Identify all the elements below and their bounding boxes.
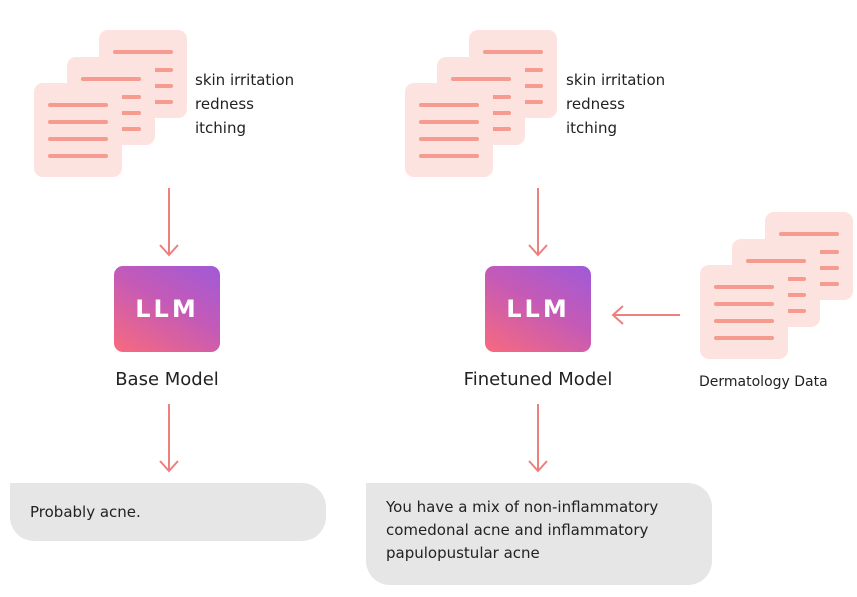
symptom-item: redness <box>195 95 254 113</box>
output-text: Probably acne. <box>30 503 141 521</box>
down-arrow-icon <box>159 188 179 257</box>
document-icon <box>405 83 493 177</box>
llm-box: LLM <box>114 266 220 352</box>
symptom-list: skin irritation redness itching <box>195 68 294 140</box>
symptom-item: skin irritation <box>566 71 666 89</box>
llm-label: LLM <box>506 295 570 323</box>
symptom-item: itching <box>195 119 246 137</box>
dermatology-data-label: Dermatology Data <box>699 374 828 390</box>
llm-box: LLM <box>485 266 591 352</box>
symptom-item: skin irritation <box>195 71 295 89</box>
document-icon <box>700 265 788 359</box>
model-label: Finetuned Model <box>463 369 613 390</box>
output-bubble: Probably acne. <box>10 483 326 541</box>
symptom-list: skin irritation redness itching <box>566 68 665 140</box>
llm-label: LLM <box>135 295 199 323</box>
symptom-item: itching <box>566 119 617 137</box>
down-arrow-icon <box>159 404 179 473</box>
output-text: You have a mix of non-inflammatory comed… <box>386 498 659 562</box>
symptom-item: redness <box>566 95 625 113</box>
left-arrow-icon <box>611 305 680 325</box>
down-arrow-icon <box>528 404 548 473</box>
document-icon <box>34 83 122 177</box>
output-bubble: You have a mix of non-inflammatory comed… <box>366 483 712 585</box>
model-label: Base Model <box>115 369 219 390</box>
down-arrow-icon <box>528 188 548 257</box>
